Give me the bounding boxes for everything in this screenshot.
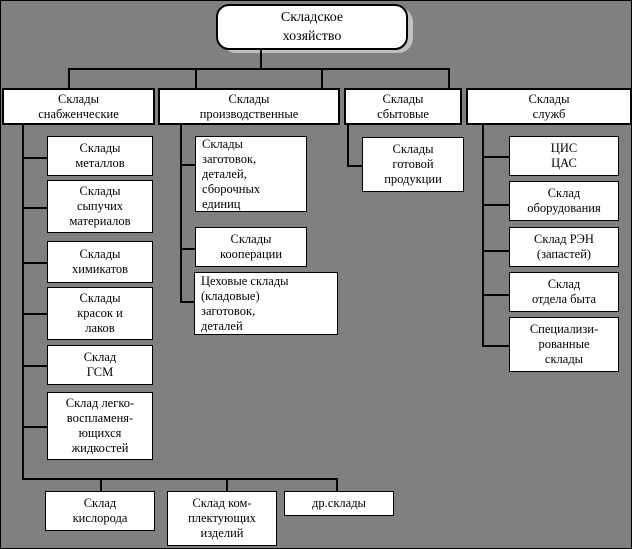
connector-col1-stub-6 xyxy=(22,426,48,428)
node-sklady-krasok-i-lakov[interactable]: Склады красок и лаков xyxy=(47,287,153,340)
connector-col3-spine xyxy=(347,125,349,167)
node-sklady-kooperacii[interactable]: Склады кооперации xyxy=(195,227,307,267)
node-sklady-zagotovok-detaley-sborochnyh-edinic[interactable]: Склады заготовок, деталей, сборочных еди… xyxy=(195,136,307,212)
connector-col4-stub-4 xyxy=(482,294,510,296)
connector-level2-drop-4 xyxy=(448,68,450,88)
node-sklady-gotovoy-produkcii[interactable]: Склады готовой продукции xyxy=(362,137,464,192)
node-sklad-legkovosplamenyayushchihsya-zhidkostey[interactable]: Склад легко- воспламеня- ющихся жидкосте… xyxy=(47,392,153,460)
connector-col4-stub-2 xyxy=(482,204,510,206)
node-sklad-kisloroda[interactable]: Склад кислорода xyxy=(45,491,155,531)
node-sklad-oborudovaniya[interactable]: Склад оборудования xyxy=(509,181,619,221)
connector-root-stem xyxy=(260,50,262,69)
node-sklad-komplektuyushchih-izdeliy[interactable]: Склад ком- плектующих изделий xyxy=(167,491,277,546)
connector-col1-stub-2 xyxy=(22,207,48,209)
connector-col3-stub-1 xyxy=(347,165,363,167)
connector-col1-stub-4 xyxy=(22,313,48,315)
node-sklady-proizvodstvennye[interactable]: Склады производственные xyxy=(158,88,340,125)
connector-bottom-bus xyxy=(22,478,337,480)
node-sklady-himikatov[interactable]: Склады химикатов xyxy=(47,241,153,283)
connector-col2-stub-3 xyxy=(180,301,196,303)
connector-level2-drop-2 xyxy=(195,68,197,88)
node-cis-cas[interactable]: ЦИС ЦАС xyxy=(509,136,619,176)
node-sklad-gsm[interactable]: Склад ГСМ xyxy=(47,345,153,385)
connector-col1-stub-1 xyxy=(22,157,48,159)
connector-bottom-drop-1 xyxy=(100,478,102,492)
connector-col2-stub-2 xyxy=(180,248,196,250)
node-sklad-otdela-byta[interactable]: Склад отдела быта xyxy=(509,272,619,312)
connector-col1-spine xyxy=(22,125,24,479)
node-dr-sklady[interactable]: др.склады xyxy=(284,491,394,516)
connector-col4-stub-3 xyxy=(482,250,510,252)
connector-col1-stub-5 xyxy=(22,365,48,367)
node-sklad-ren-zapastey[interactable]: Склад РЭН (запастей) xyxy=(509,227,619,267)
node-specializirovannye-sklady[interactable]: Специализи- рованные склады xyxy=(509,317,619,372)
connector-level2-drop-3 xyxy=(321,68,323,88)
connector-col4-stub-5 xyxy=(482,345,510,347)
node-cehovye-sklady-kladovye-zagotovok-detaley[interactable]: Цеховые склады (кладовые) заготовок, дет… xyxy=(194,272,338,335)
node-sklady-sluzhb[interactable]: Склады служб xyxy=(466,88,631,125)
node-sklady-metallov[interactable]: Склады металлов xyxy=(47,136,153,176)
connector-col2-stub-1 xyxy=(180,164,196,166)
node-sklady-snabzhencheskie[interactable]: Склады снабженческие xyxy=(2,88,155,125)
connector-col1-stub-3 xyxy=(22,262,48,264)
connector-bottom-drop-3 xyxy=(336,478,338,492)
connector-level2-bus xyxy=(68,68,450,70)
connector-level2-drop-1 xyxy=(68,68,70,88)
root-node-skladskoe-hozyaystvo[interactable]: Складское хозяйство xyxy=(216,4,408,50)
node-sklady-sypuchih-materialov[interactable]: Склады сыпучих материалов xyxy=(47,180,153,233)
connector-col4-spine xyxy=(482,125,484,347)
connector-col2-spine xyxy=(180,125,182,303)
connector-bottom-drop-2 xyxy=(226,478,228,492)
connector-col4-stub-1 xyxy=(482,156,510,158)
node-sklady-sbytovye[interactable]: Склады сбытовые xyxy=(344,88,462,125)
